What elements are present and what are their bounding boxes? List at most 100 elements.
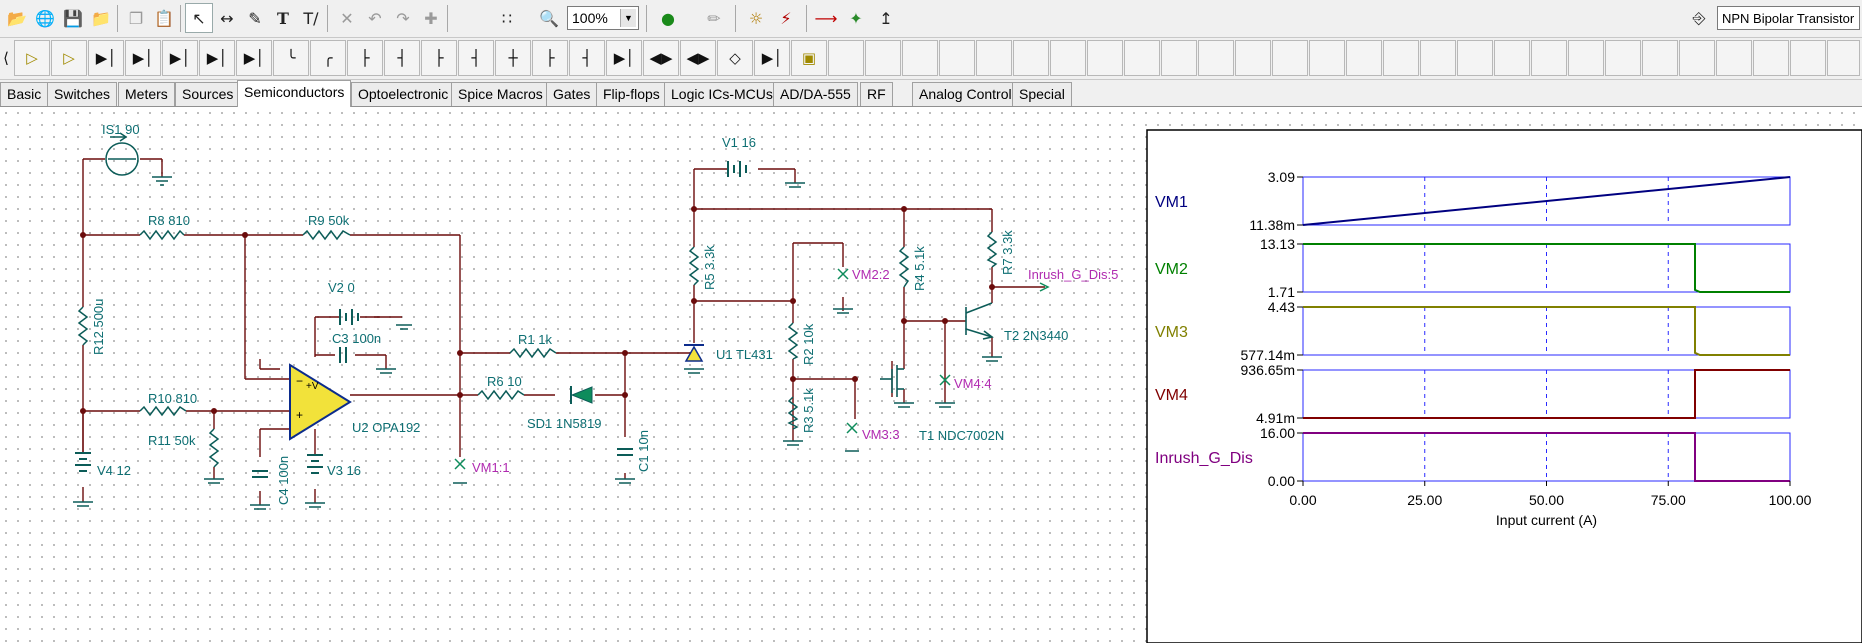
mosfet-n-icon[interactable]: ├ — [421, 40, 457, 76]
empty-slot[interactable]: . — [1420, 40, 1456, 76]
scroll-left-icon[interactable]: ⟨ — [3, 49, 9, 67]
wire-icon[interactable]: ↔ — [220, 8, 234, 28]
select-arrow-icon[interactable]: ↖ — [185, 3, 213, 33]
empty-slot[interactable]: . — [902, 40, 938, 76]
npn-transistor-icon[interactable]: ╰ — [273, 40, 309, 76]
mosfet-dual-icon[interactable]: ┼ — [495, 40, 531, 76]
redo-icon[interactable]: ↷ — [396, 8, 410, 28]
thyristor-icon[interactable]: ▶│ — [754, 40, 790, 76]
empty-slot[interactable]: . — [1383, 40, 1419, 76]
copy-icon[interactable]: ❐ — [128, 8, 144, 28]
tab-flip-flops[interactable]: Flip-flops — [596, 82, 667, 106]
varactor-icon[interactable]: ▶│ — [236, 40, 272, 76]
schottky-diode-sd1[interactable] — [570, 386, 593, 404]
cut-icon[interactable]: ✕ — [340, 8, 354, 28]
tab-gates[interactable]: Gates — [546, 82, 598, 106]
empty-slot[interactable]: . — [1013, 40, 1049, 76]
tab-switches[interactable]: Switches — [47, 82, 118, 106]
empty-slot[interactable]: . — [1827, 40, 1860, 76]
empty-slot[interactable]: . — [1087, 40, 1123, 76]
empty-slot[interactable]: . — [1272, 40, 1308, 76]
opamp-5pin-icon[interactable]: ▷ — [51, 40, 87, 76]
opamp-u2[interactable]: − + +V — [289, 363, 352, 441]
empty-slot[interactable]: . — [1716, 40, 1752, 76]
tab-optoelectronic[interactable]: Optoelectronic — [351, 82, 456, 106]
zoom-icon[interactable]: 🔍 — [539, 8, 559, 28]
dc-analysis-icon[interactable]: ● — [661, 8, 675, 28]
tab-sources[interactable]: Sources — [175, 82, 241, 106]
ammeter-icon[interactable]: ✦ — [849, 8, 863, 28]
empty-slot[interactable]: . — [1568, 40, 1604, 76]
empty-slot[interactable]: . — [1050, 40, 1086, 76]
empty-slot[interactable]: . — [1309, 40, 1345, 76]
interactive-icon[interactable]: ☼ — [748, 8, 764, 28]
empty-slot[interactable]: . — [1642, 40, 1678, 76]
empty-slot[interactable]: . — [1790, 40, 1826, 76]
text-icon[interactable]: T — [277, 8, 289, 28]
diac-icon[interactable]: ◀▶ — [680, 40, 716, 76]
empty-slot[interactable]: . — [1753, 40, 1789, 76]
save-icon[interactable]: 💾 — [63, 8, 83, 28]
schematic-canvas[interactable]: − + +V — [0, 107, 1862, 643]
tab-semiconductors[interactable]: Semiconductors — [237, 80, 352, 107]
probe-icon[interactable]: ✏ — [707, 8, 721, 28]
bridge-rectifier-icon[interactable]: ◇ — [717, 40, 753, 76]
empty-slot[interactable]: . — [1531, 40, 1567, 76]
open-folder-icon[interactable]: 📂 — [7, 8, 27, 28]
empty-slot[interactable]: . — [939, 40, 975, 76]
shunt-regulator-u1[interactable] — [684, 344, 704, 362]
cross-icon[interactable]: ✚ — [424, 8, 438, 28]
empty-slot[interactable]: . — [1198, 40, 1234, 76]
transfer-plot-window[interactable]: 3.0911.38mVM113.131.71VM24.43577.14mVM39… — [1146, 129, 1862, 643]
diode-icon[interactable]: ▶│ — [88, 40, 124, 76]
empty-slot[interactable]: . — [976, 40, 1012, 76]
pnp-transistor-icon[interactable]: ╭ — [310, 40, 346, 76]
component-name-field[interactable]: NPN Bipolar Transistor — [1717, 6, 1860, 30]
tab-special[interactable]: Special — [1012, 82, 1072, 106]
mosfet-depl-icon[interactable]: ├ — [532, 40, 568, 76]
mosfet-t1[interactable] — [880, 365, 904, 397]
empty-slot[interactable]: . — [1679, 40, 1715, 76]
tab-basic[interactable]: Basic — [0, 82, 49, 106]
empty-slot[interactable]: . — [1235, 40, 1271, 76]
ic-chip-icon[interactable]: ▣ — [791, 40, 827, 76]
grid-icon[interactable]: ∷ — [501, 8, 513, 28]
chevron-down-icon[interactable]: ▼ — [620, 9, 636, 27]
mosfet-enh-icon[interactable]: ┤ — [569, 40, 605, 76]
empty-slot[interactable]: . — [1605, 40, 1641, 76]
tab-rf[interactable]: RF — [860, 82, 893, 106]
pen-icon[interactable]: ✎ — [248, 8, 262, 28]
zener-icon[interactable]: ▶│ — [125, 40, 161, 76]
jfet-p-icon[interactable]: ┤ — [384, 40, 420, 76]
mosfet-p-icon[interactable]: ┤ — [458, 40, 494, 76]
empty-slot[interactable]: . — [828, 40, 864, 76]
tab-logic-ics-mcus[interactable]: Logic ICs-MCUs — [664, 82, 780, 106]
paste-special-icon[interactable]: 📋 — [154, 8, 174, 28]
scr-icon[interactable]: ▶│ — [606, 40, 642, 76]
current-source-is1[interactable] — [105, 132, 139, 176]
tab-ad-da-555[interactable]: AD/DA-555 — [773, 82, 858, 106]
empty-slot[interactable]: . — [1494, 40, 1530, 76]
voltmeter-probes[interactable] — [454, 268, 951, 470]
explore-icon[interactable]: 🌐 — [35, 8, 55, 28]
empty-slot[interactable]: . — [1124, 40, 1160, 76]
empty-slot[interactable]: . — [1457, 40, 1493, 76]
voltmeter-icon[interactable]: ⚡ — [780, 8, 792, 28]
zoom-select[interactable]: 100% ▼ — [567, 6, 639, 30]
probe-tool-icon[interactable]: ↥ — [879, 8, 893, 28]
component-picker-icon[interactable]: ⎆ — [1692, 8, 1706, 27]
opamp-icon[interactable]: ▷ — [14, 40, 50, 76]
undo-icon[interactable]: ↶ — [368, 8, 382, 28]
tab-analog-control[interactable]: Analog Control — [912, 82, 1019, 106]
empty-slot[interactable]: . — [1161, 40, 1197, 76]
empty-slot[interactable]: . — [865, 40, 901, 76]
tab-spice-macros[interactable]: Spice Macros — [451, 82, 550, 106]
led-diode-icon[interactable]: ▶│ — [162, 40, 198, 76]
pin-icon[interactable]: ⟶ — [814, 8, 838, 28]
jfet-n-icon[interactable]: ├ — [347, 40, 383, 76]
tab-meters[interactable]: Meters — [118, 82, 175, 106]
empty-slot[interactable]: . — [1346, 40, 1382, 76]
npn-transistor-t2[interactable] — [965, 302, 994, 340]
schottky-icon[interactable]: ▶│ — [199, 40, 235, 76]
text-tool-icon[interactable]: T∕ — [303, 8, 319, 28]
